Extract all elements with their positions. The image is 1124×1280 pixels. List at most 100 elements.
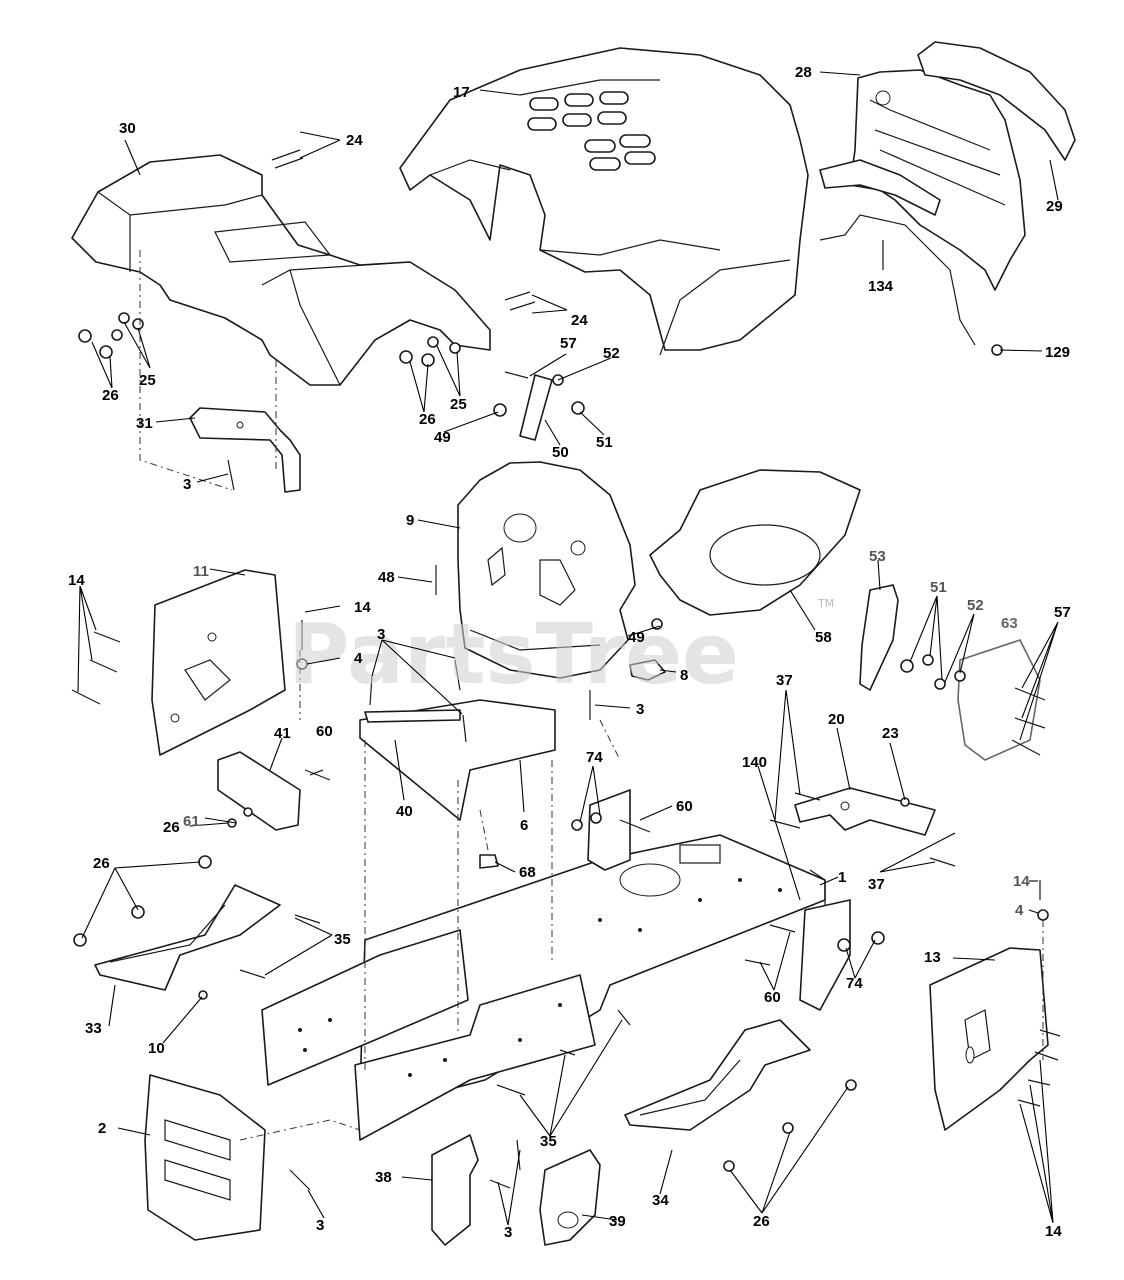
callout-57[interactable]: 57 [560,335,577,352]
callout-leaders [77,71,1059,1226]
callout-61[interactable]: 61 [183,813,200,830]
callout-38[interactable]: 38 [375,1169,392,1186]
callout-3[interactable]: 3 [183,476,191,493]
callout-4[interactable]: 4 [354,650,363,667]
callout-20[interactable]: 20 [828,711,845,728]
bracket-38-part[interactable] [431,1134,479,1246]
hood-support-rod-part[interactable] [819,214,976,346]
callout-60[interactable]: 60 [316,723,333,740]
bracket-39-part[interactable] [539,1149,601,1246]
hardware-fasteners [71,149,1061,1191]
callout-3[interactable]: 3 [636,701,644,718]
callout-74[interactable]: 74 [586,749,603,766]
callout-26[interactable]: 26 [419,411,436,428]
callout-48[interactable]: 48 [378,569,395,586]
callout-51[interactable]: 51 [596,434,613,451]
callout-13[interactable]: 13 [924,949,941,966]
callout-24[interactable]: 24 [346,132,363,149]
watermark-trademark: TM [817,597,834,610]
callout-74[interactable]: 74 [846,975,863,992]
grille-housing-part[interactable] [819,69,1026,291]
bracket-41-part[interactable] [217,751,301,831]
front-panel-2-part[interactable] [144,1074,266,1241]
callout-35[interactable]: 35 [334,931,351,948]
callout-60[interactable]: 60 [764,989,781,1006]
callout-11[interactable]: 11 [193,563,209,580]
callout-26[interactable]: 26 [753,1213,770,1230]
plate-63-part[interactable] [957,639,1041,761]
step-plate-33-part[interactable] [94,884,281,991]
callout-6[interactable]: 6 [520,817,528,834]
step-plate-34-part[interactable] [624,1019,811,1131]
callout-4[interactable]: 4 [1015,902,1024,919]
callout-26[interactable]: 26 [163,819,180,836]
callout-68[interactable]: 68 [519,864,536,881]
callout-39[interactable]: 39 [609,1213,626,1230]
callout-129[interactable]: 129 [1045,344,1070,361]
callout-52[interactable]: 52 [967,597,984,614]
callout-17[interactable]: 17 [453,84,470,101]
right-side-panel-part[interactable] [929,947,1049,1131]
clip-8-part[interactable] [629,659,666,681]
callout-34[interactable]: 34 [652,1192,669,1209]
callout-26[interactable]: 26 [102,387,119,404]
callout-25[interactable]: 25 [450,396,467,413]
bracket-53-part[interactable] [859,584,899,691]
fender-bracket-part[interactable] [189,407,301,493]
callout-57[interactable]: 57 [1054,604,1071,621]
callout-33[interactable]: 33 [85,1020,102,1037]
callout-35[interactable]: 35 [540,1133,557,1150]
callout-3[interactable]: 3 [377,626,385,643]
callout-52[interactable]: 52 [603,345,620,362]
dash-console-part[interactable] [457,461,636,679]
callout-14[interactable]: 14 [1013,873,1030,890]
callout-28[interactable]: 28 [795,64,812,81]
callout-9[interactable]: 9 [406,512,414,529]
callout-labels: 30 24 17 28 29 134 129 24 26 25 26 25 57… [68,64,1071,1241]
seat-link-part[interactable] [519,374,553,441]
callout-31[interactable]: 31 [136,415,153,432]
rear-fender-part[interactable] [71,154,491,386]
callout-58[interactable]: 58 [815,629,832,646]
front-bumper-part[interactable] [917,41,1076,161]
callout-8[interactable]: 8 [680,667,688,684]
callout-41[interactable]: 41 [274,725,291,742]
callout-24[interactable]: 24 [571,312,588,329]
callout-40[interactable]: 40 [396,803,413,820]
callout-50[interactable]: 50 [552,444,569,461]
callout-134[interactable]: 134 [868,278,894,295]
callout-49[interactable]: 49 [434,429,451,446]
callout-1[interactable]: 1 [838,869,846,886]
callout-3[interactable]: 3 [504,1224,512,1241]
hood-grille-vents [527,91,656,171]
callout-37[interactable]: 37 [776,672,793,689]
callout-51[interactable]: 51 [930,579,947,596]
callout-49[interactable]: 49 [628,629,645,646]
watermark-text: PartsTree [288,605,739,703]
callout-10[interactable]: 10 [148,1040,165,1057]
callout-3[interactable]: 3 [316,1217,324,1234]
mounting-bracket-20-part[interactable] [794,787,936,836]
callout-53[interactable]: 53 [869,548,886,565]
callout-60[interactable]: 60 [676,798,693,815]
callout-63[interactable]: 63 [1001,615,1018,632]
floor-plate-part[interactable] [359,699,556,821]
assembly-centerlines [139,250,1044,1141]
seat-pan-part[interactable] [649,469,861,616]
callout-29[interactable]: 29 [1046,198,1063,215]
callout-14[interactable]: 14 [68,572,85,589]
left-side-panel-part[interactable] [151,569,286,756]
callout-26[interactable]: 26 [93,855,110,872]
bracket-140-part[interactable] [587,789,631,871]
callout-30[interactable]: 30 [119,120,136,137]
callout-2[interactable]: 2 [98,1120,106,1137]
callout-23[interactable]: 23 [882,725,899,742]
callout-25[interactable]: 25 [139,372,156,389]
callout-37[interactable]: 37 [868,876,885,893]
callout-14[interactable]: 14 [1045,1223,1062,1240]
hood-part[interactable] [399,47,809,356]
callout-140[interactable]: 140 [742,754,767,771]
bracket-right-front-part[interactable] [799,899,851,1011]
callout-14[interactable]: 14 [354,599,371,616]
